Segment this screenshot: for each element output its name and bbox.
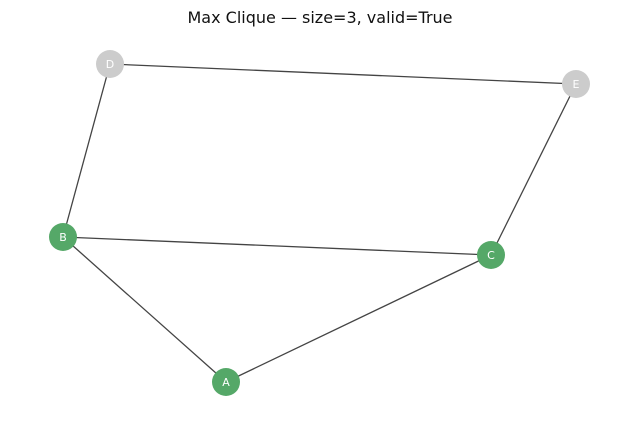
edge-d-b	[62, 63, 111, 238]
node-label: C	[487, 249, 495, 262]
node-circle	[96, 50, 124, 78]
node-label: D	[106, 58, 114, 71]
edge-b-a	[62, 236, 227, 383]
node-b: B	[49, 223, 77, 251]
node-circle	[212, 368, 240, 396]
edge-a-c	[225, 254, 492, 383]
edge-b-c	[62, 236, 492, 256]
edge-d-e	[109, 63, 577, 85]
node-circle	[49, 223, 77, 251]
node-c: C	[477, 241, 505, 269]
node-label: A	[222, 376, 230, 389]
nodes-layer: A B C D E	[49, 50, 590, 396]
edges-layer	[62, 63, 577, 383]
figure-title: Max Clique — size=3, valid=True	[187, 8, 452, 27]
edge-e-c	[490, 83, 577, 256]
node-label: B	[59, 231, 67, 244]
node-label: E	[573, 78, 580, 91]
node-a: A	[212, 368, 240, 396]
node-d: D	[96, 50, 124, 78]
node-circle	[477, 241, 505, 269]
node-circle	[562, 70, 590, 98]
node-e: E	[562, 70, 590, 98]
